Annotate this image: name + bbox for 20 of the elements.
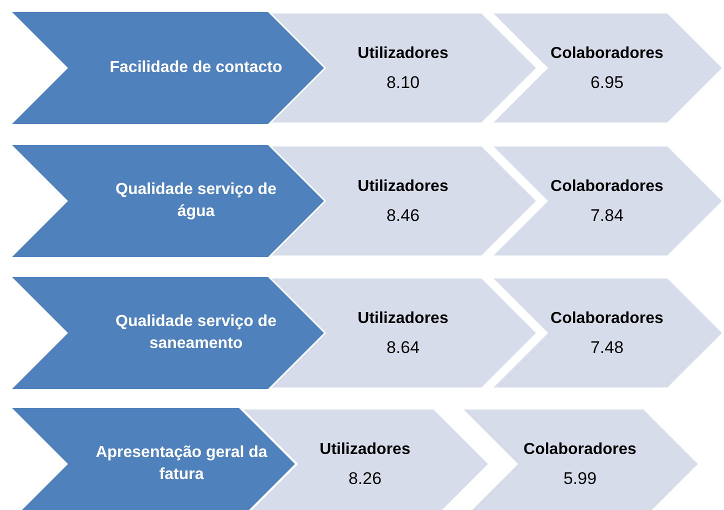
category-label: Qualidade serviço de água bbox=[114, 180, 278, 222]
group-label: Colaboradores bbox=[550, 176, 664, 197]
score-value: 5.99 bbox=[563, 469, 597, 490]
group-label: Utilizadores bbox=[358, 308, 448, 329]
score-value: 6.95 bbox=[590, 73, 624, 94]
category-label: Apresentação geral da fatura bbox=[94, 442, 268, 485]
score-value: 7.48 bbox=[590, 338, 624, 358]
score-value: 8.46 bbox=[386, 206, 420, 226]
score-value: 8.64 bbox=[386, 338, 420, 358]
category-label: Facilidade de contacto bbox=[110, 58, 282, 78]
score-value: 8.10 bbox=[386, 73, 420, 94]
group-label: Colaboradores bbox=[550, 308, 664, 329]
category-label: Qualidade serviço de saneamento bbox=[114, 312, 278, 354]
group-label: Colaboradores bbox=[550, 44, 664, 64]
score-value: 8.26 bbox=[348, 469, 382, 490]
score-value: 7.84 bbox=[590, 206, 624, 226]
group-label: Utilizadores bbox=[358, 44, 448, 64]
group-label: Utilizadores bbox=[358, 176, 448, 197]
group-label: Colaboradores bbox=[524, 440, 636, 460]
group-label: Utilizadores bbox=[320, 440, 410, 460]
